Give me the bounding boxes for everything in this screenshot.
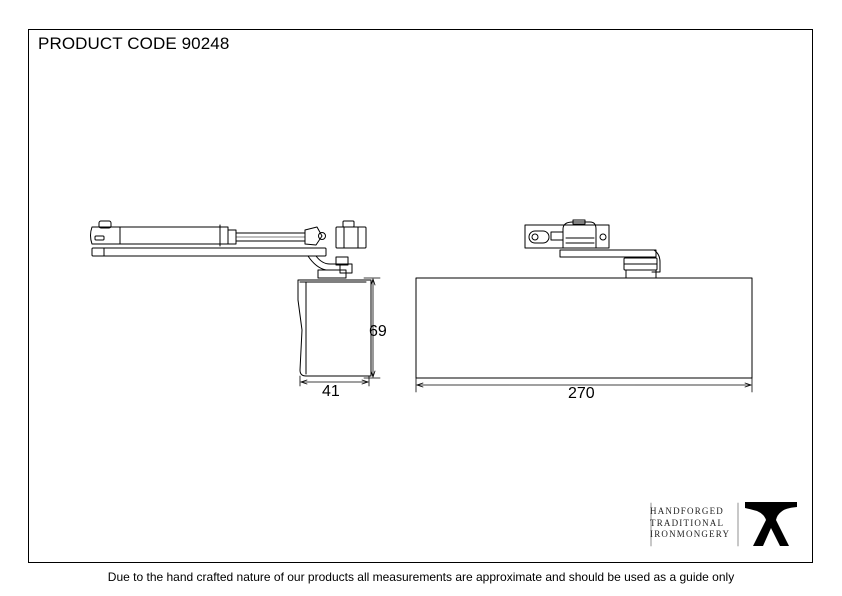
brand-wordmark: HANDFORGED TRADITIONAL IRONMONGERY [650, 506, 740, 541]
front-view [415, 219, 753, 379]
product-code: PRODUCT CODE 90248 [38, 34, 230, 53]
drawing-frame [28, 29, 813, 563]
brand-line-2: TRADITIONAL [650, 517, 725, 528]
dimension-label-height: 69 [369, 323, 387, 340]
disclaimer-text: Due to the hand crafted nature of our pr… [107, 570, 735, 584]
dimension-height [363, 277, 381, 379]
dimension-label-depth: 41 [322, 383, 340, 400]
dimension-length [415, 377, 753, 393]
side-view-arm [90, 220, 372, 377]
brand-line-1: HANDFORGED [650, 506, 725, 516]
dimension-depth [299, 375, 370, 387]
brand-line-3: IRONMONGERY [650, 529, 731, 539]
anvil-logo-icon [745, 502, 797, 546]
dimension-label-length: 270 [568, 385, 595, 402]
